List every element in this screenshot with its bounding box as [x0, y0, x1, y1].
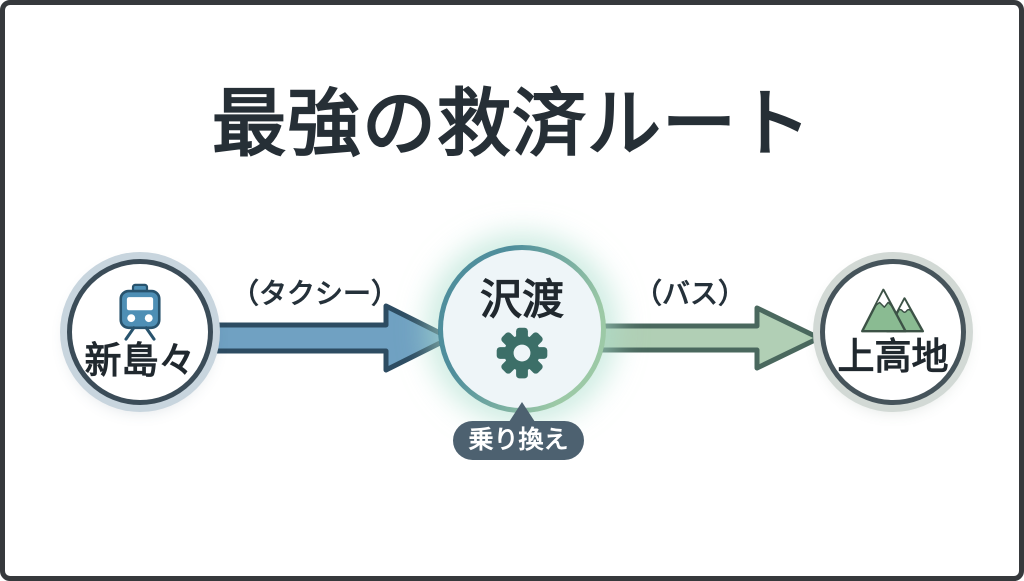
train-icon — [119, 283, 161, 341]
node-label-shinshimashima: 新島々 — [84, 340, 196, 382]
taxi-arrow — [203, 303, 453, 373]
gear-icon — [496, 327, 548, 378]
bus-edge-label: （バス） — [633, 278, 746, 309]
transfer-badge-label: 乗り換え — [468, 426, 569, 454]
node-sawando: 沢渡 — [438, 245, 606, 413]
mountain-icon — [861, 288, 925, 333]
page-title: 最強の救済ルート — [212, 82, 812, 165]
node-kamikochi: 上高地 — [820, 259, 966, 405]
node-sawando-inner: 沢渡 — [443, 250, 601, 408]
node-label-sawando: 沢渡 — [479, 276, 564, 324]
node-label-kamikochi: 上高地 — [837, 336, 949, 378]
node-shinshimashima: 新島々 — [67, 259, 213, 405]
bus-arrow — [590, 305, 822, 371]
transfer-badge-pointer — [507, 402, 537, 425]
taxi-edge-label: （タクシー） — [230, 278, 399, 309]
transfer-badge: 乗り換え — [453, 421, 584, 460]
